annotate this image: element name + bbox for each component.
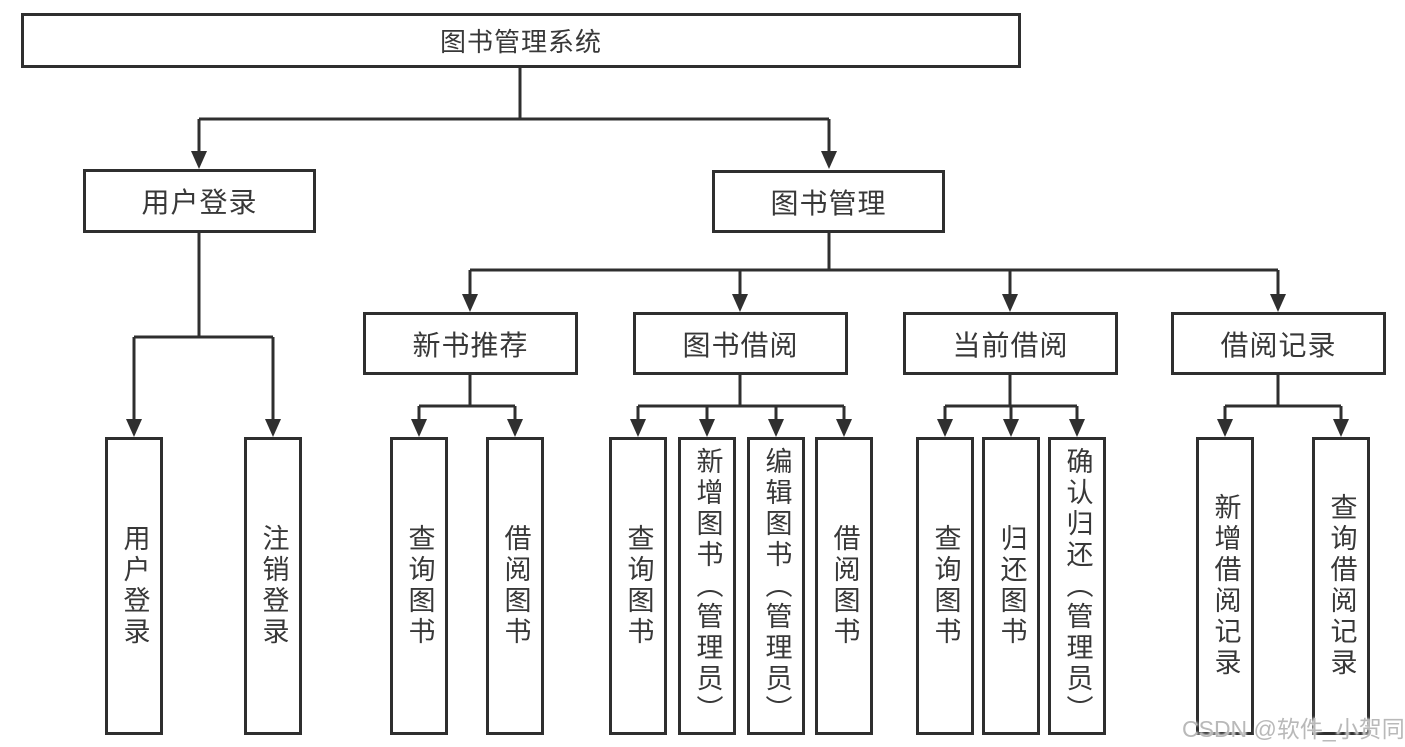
node-current-borrowing: 当前借阅 bbox=[903, 312, 1118, 375]
leaf-add-books-admin: 新增图书（管理员） bbox=[678, 437, 736, 735]
leaf-label: 借阅图书 bbox=[829, 524, 860, 648]
node-label: 图书管理 bbox=[770, 187, 887, 219]
node-book-management-system: 图书管理系统 bbox=[21, 13, 1021, 68]
leaf-label: 新增图书（管理员） bbox=[692, 446, 723, 726]
leaf-label: 确认归还（管理员） bbox=[1062, 446, 1093, 726]
leaf-confirm-return-admin: 确认归还（管理员） bbox=[1048, 437, 1106, 735]
leaf-user-login: 用户登录 bbox=[105, 437, 163, 735]
leaf-recommend-query-books: 查询图书 bbox=[390, 437, 448, 735]
watermark: CSDN @软件_小贺同学 bbox=[1182, 716, 1405, 742]
leaf-current-query-books: 查询图书 bbox=[916, 437, 974, 735]
node-label: 用户登录 bbox=[141, 187, 258, 218]
node-label: 借阅记录 bbox=[1220, 329, 1337, 361]
leaf-logout: 注销登录 bbox=[244, 437, 302, 735]
leaf-return-books: 归还图书 bbox=[982, 437, 1040, 735]
leaf-label: 编辑图书（管理员） bbox=[761, 446, 792, 726]
leaf-edit-books-admin: 编辑图书（管理员） bbox=[747, 437, 805, 735]
leaf-query-borrow-record: 查询借阅记录 bbox=[1312, 437, 1370, 735]
node-label: 图书管理系统 bbox=[439, 27, 602, 57]
node-label: 图书借阅 bbox=[682, 329, 799, 361]
leaf-add-borrow-record: 新增借阅记录 bbox=[1196, 437, 1254, 735]
node-user-login: 用户登录 bbox=[83, 169, 316, 233]
leaf-label: 归还图书 bbox=[996, 524, 1027, 648]
leaf-label: 借阅图书 bbox=[500, 524, 531, 648]
leaf-label: 查询借阅记录 bbox=[1326, 493, 1357, 679]
leaf-label: 新增借阅记录 bbox=[1210, 493, 1241, 679]
node-new-book-recommendation: 新书推荐 bbox=[363, 312, 578, 375]
node-borrowing-records: 借阅记录 bbox=[1171, 312, 1386, 375]
leaf-label: 查询图书 bbox=[930, 524, 961, 648]
leaf-label: 查询图书 bbox=[623, 524, 654, 648]
node-book-borrowing: 图书借阅 bbox=[633, 312, 848, 375]
node-label: 当前借阅 bbox=[952, 329, 1069, 361]
leaf-recommend-borrow-books: 借阅图书 bbox=[486, 437, 544, 735]
leaf-borrow-query-books: 查询图书 bbox=[609, 437, 667, 735]
leaf-label: 查询图书 bbox=[404, 524, 435, 648]
leaf-borrow-books: 借阅图书 bbox=[815, 437, 873, 735]
leaf-label: 用户登录 bbox=[119, 524, 150, 648]
node-label: 新书推荐 bbox=[412, 329, 529, 361]
leaf-label: 注销登录 bbox=[258, 524, 289, 648]
node-book-management: 图书管理 bbox=[712, 170, 945, 233]
